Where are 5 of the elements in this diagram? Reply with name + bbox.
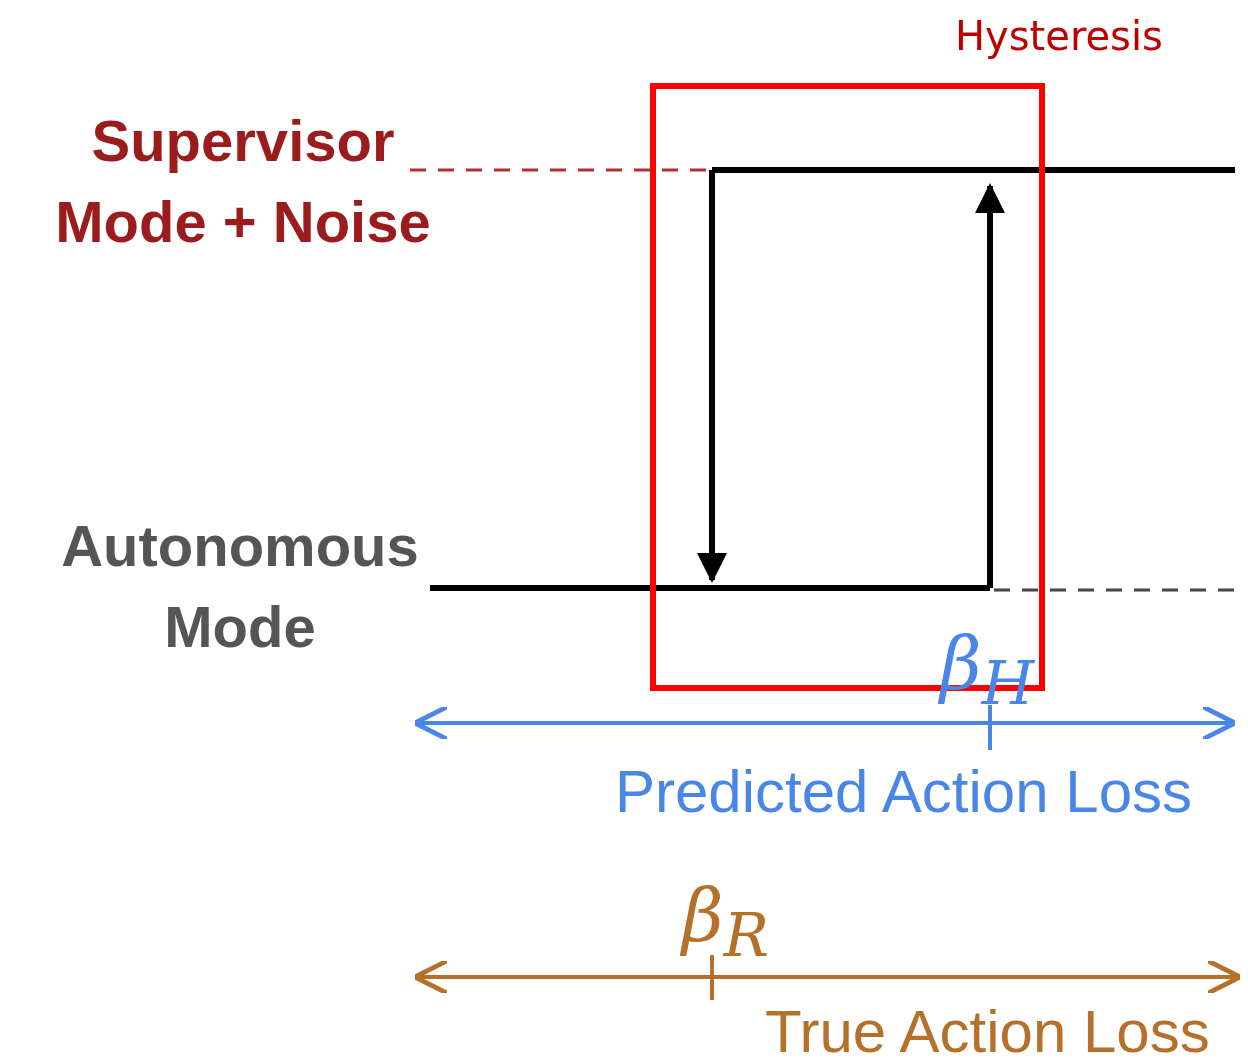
level-label: Supervisor Mode + Noise [54, 107, 432, 257]
axis-label: Predicted Action Loss [615, 762, 1192, 822]
axis-label: True Action Loss [765, 1002, 1210, 1059]
level-label: Autonomous Mode [60, 512, 420, 662]
threshold-symbol: β$_{R}$ [682, 880, 769, 966]
